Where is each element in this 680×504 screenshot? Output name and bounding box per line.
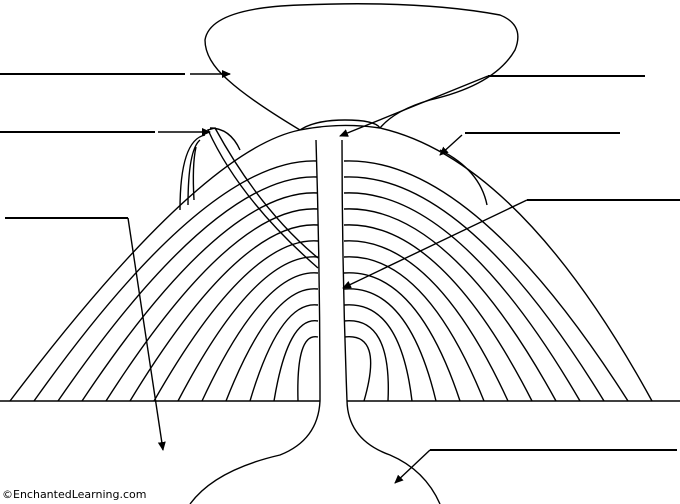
side-vent <box>207 127 319 269</box>
rock-layer-right <box>343 224 533 402</box>
rock-layer-right <box>343 336 372 402</box>
rock-layer-left <box>225 288 319 402</box>
ash-cloud <box>204 3 519 131</box>
rock-layer-left <box>57 176 319 402</box>
rock-layer-right <box>343 176 605 402</box>
rock-layer-right <box>343 320 389 402</box>
label-lines <box>0 70 680 484</box>
rock-layer-right <box>343 192 581 402</box>
rock-layer-right <box>343 256 485 402</box>
conduit-left <box>189 139 321 504</box>
arrow-3 <box>127 217 166 451</box>
rock-layer-left <box>273 320 319 402</box>
side-vent-eruption <box>179 127 241 211</box>
crater <box>299 119 381 131</box>
rock-layers <box>33 160 629 402</box>
rock-layer-left <box>33 160 319 402</box>
rock-layer-left <box>105 208 319 402</box>
rock-layer-left <box>201 272 319 402</box>
rock-layer-right <box>343 208 557 402</box>
rock-layer-right <box>343 240 509 402</box>
rock-layer-right <box>343 160 629 402</box>
arrow-6 <box>342 199 528 289</box>
arrow-4 <box>339 75 489 137</box>
rock-layer-left <box>81 192 319 402</box>
rock-layer-left <box>129 224 319 402</box>
rock-layer-left <box>177 256 319 402</box>
rock-layer-right <box>343 304 413 402</box>
rock-layer-right <box>343 272 461 402</box>
arrow-7 <box>394 449 431 484</box>
volcano-outline <box>9 124 653 402</box>
rock-layer-right <box>343 288 437 402</box>
rock-layer-left <box>297 336 319 402</box>
rock-layer-left <box>249 304 319 402</box>
copyright-text: ©EnchantedLearning.com <box>2 488 147 501</box>
conduit-right <box>341 139 441 504</box>
arrow-5 <box>439 134 463 156</box>
